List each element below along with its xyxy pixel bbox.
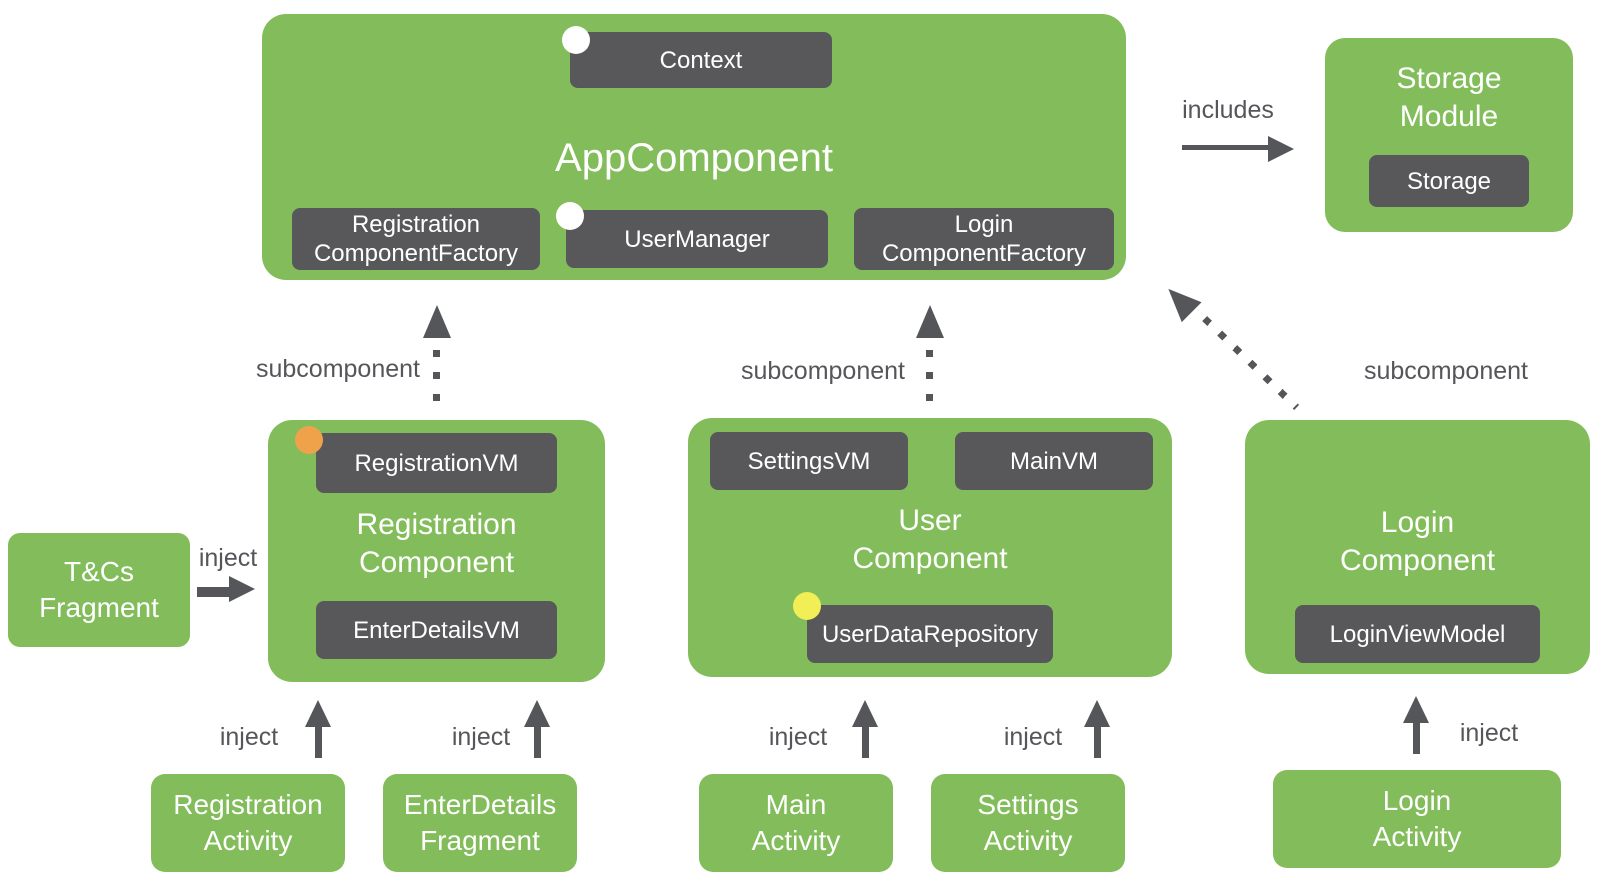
subcomponent-arrow-head-icon	[916, 305, 944, 338]
inject-arrow-head-icon	[524, 700, 550, 727]
inject-arrow-stem	[534, 724, 541, 758]
includes-arrow-stem	[1182, 145, 1270, 150]
inject-arrow-stem	[862, 724, 869, 758]
subcomponent-arrow-dots	[926, 350, 933, 406]
inject-label: inject	[768, 723, 828, 751]
includes-label: includes	[1182, 96, 1274, 124]
app-component-title: AppComponent	[555, 136, 833, 180]
user-component-box: SettingsVM MainVM User Component UserDat…	[688, 418, 1172, 677]
settings-activity-box: Settings Activity	[931, 774, 1125, 872]
inject-arrow-head-icon	[852, 700, 878, 727]
registration-component-factory-chip: Registration ComponentFactory	[292, 208, 540, 270]
main-vm-chip: MainVM	[955, 432, 1153, 490]
login-component-title: Login Component	[1339, 506, 1496, 577]
login-component-box: Login Component LoginViewModel	[1245, 420, 1590, 674]
storage-module-box: Storage Module Storage	[1325, 38, 1573, 232]
inject-label: inject	[1459, 719, 1519, 747]
storage-module-title: Storage Module	[1396, 62, 1502, 133]
inject-arrow-stem	[1094, 724, 1101, 758]
subcomponent-arrow-head-icon	[1158, 278, 1202, 323]
user-manager-chip: UserManager	[566, 210, 828, 268]
registration-vm-chip: RegistrationVM	[316, 433, 557, 493]
inject-arrow-stem	[1413, 720, 1420, 754]
inject-label: inject	[219, 723, 279, 751]
subcomponent-arrow-head-icon	[423, 305, 451, 338]
enter-details-fragment-box: EnterDetails Fragment	[383, 774, 577, 872]
subcomponent-label: subcomponent	[1363, 357, 1528, 385]
inject-arrow-head-icon	[305, 700, 331, 727]
inject-arrow-head-icon	[1084, 700, 1110, 727]
enter-details-vm-chip: EnterDetailsVM	[316, 601, 557, 659]
storage-chip: Storage	[1369, 155, 1529, 207]
login-activity-box: Login Activity	[1273, 770, 1561, 868]
user-manager-scope-dot-icon	[556, 202, 584, 230]
includes-arrow-head-icon	[1268, 136, 1294, 162]
subcomponent-label: subcomponent	[740, 357, 905, 385]
subcomponent-arrow-dots	[433, 350, 440, 406]
login-component-factory-chip: Login ComponentFactory	[854, 208, 1114, 270]
main-activity-box: Main Activity	[699, 774, 893, 872]
registration-component-title: Registration Component	[356, 508, 517, 579]
registration-activity-box: Registration Activity	[151, 774, 345, 872]
registration-component-box: RegistrationVM Registration Component En…	[268, 420, 605, 682]
context-scope-dot-icon	[562, 26, 590, 54]
tcs-fragment-box: T&Cs Fragment	[8, 533, 190, 647]
subcomponent-label: subcomponent	[255, 355, 420, 383]
user-data-repository-scope-dot-icon	[793, 592, 821, 620]
app-component-box: Context AppComponent Registration Compon…	[262, 14, 1126, 280]
inject-arrow-head-icon	[229, 576, 255, 602]
inject-arrow-head-icon	[1403, 696, 1429, 723]
inject-arrow-stem	[315, 724, 322, 758]
settings-vm-chip: SettingsVM	[710, 432, 908, 490]
inject-label: inject	[1003, 723, 1063, 751]
inject-arrow-stem	[197, 587, 231, 597]
user-component-title: User Component	[852, 504, 1008, 575]
subcomponent-arrow-dots	[1202, 316, 1300, 410]
user-data-repository-chip: UserDataRepository	[807, 605, 1053, 663]
registration-vm-scope-dot-icon	[295, 426, 323, 454]
context-chip: Context	[570, 32, 832, 88]
login-view-model-chip: LoginViewModel	[1295, 605, 1540, 663]
inject-label: inject	[198, 544, 258, 572]
inject-label: inject	[451, 723, 511, 751]
